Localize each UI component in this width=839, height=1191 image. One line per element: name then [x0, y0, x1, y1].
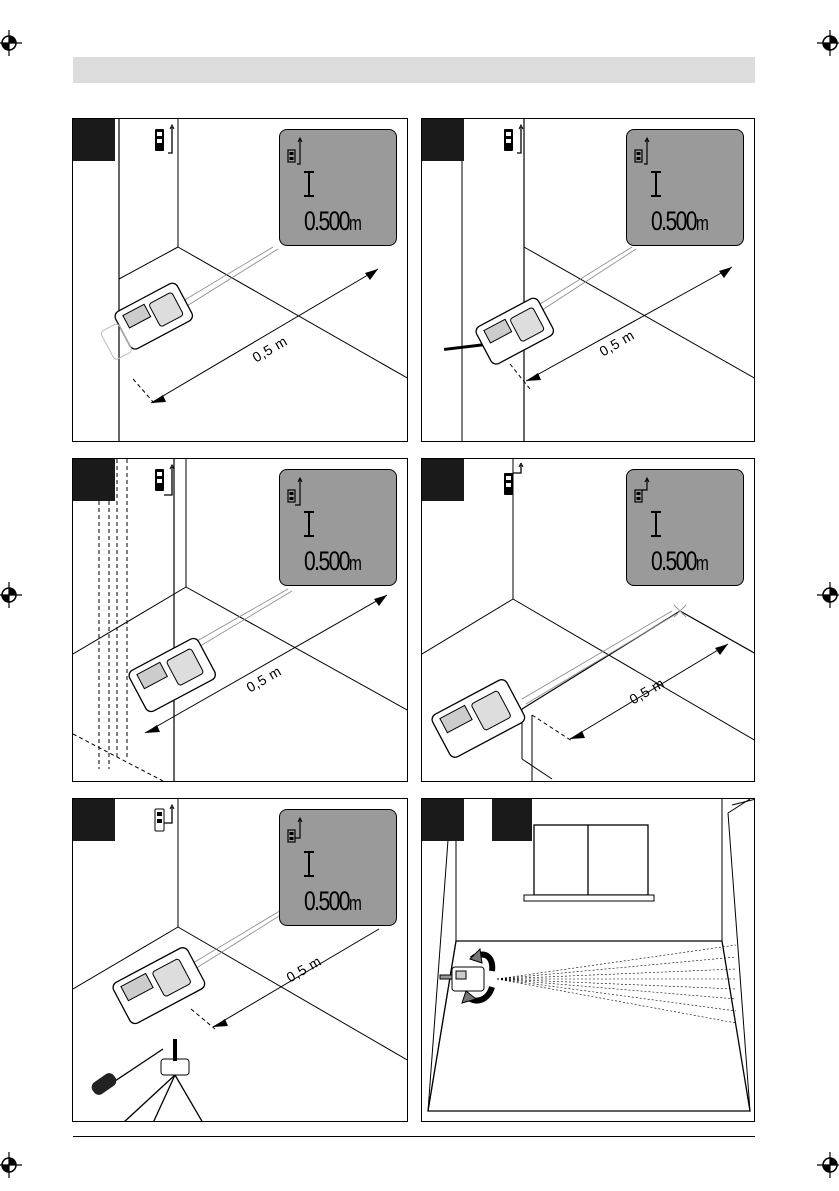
- laser-measure-device: [112, 947, 206, 1025]
- display-value: 0.500m: [304, 546, 362, 577]
- length-measurement-icon: [304, 171, 314, 197]
- reference-pin-icon: [155, 463, 175, 496]
- header-bar: [73, 57, 755, 83]
- figure-tab: [422, 799, 464, 841]
- figure-panel-d: 0.500m 0,5 m: [421, 458, 755, 782]
- reference-pin-icon: [287, 476, 303, 506]
- footer-rule: [73, 1136, 755, 1137]
- lcd-display: 0.500m: [626, 469, 744, 586]
- registration-mark-icon: [0, 582, 22, 608]
- laser-measure-device: [431, 679, 526, 758]
- display-value-unit: m: [695, 553, 709, 575]
- figure-panel-a: 0.500m 0,5 m: [72, 118, 408, 442]
- display-value: 0.500m: [304, 886, 362, 917]
- reference-front-edge-icon: [504, 463, 524, 495]
- window: [523, 824, 655, 902]
- reference-front-edge-icon: [634, 476, 650, 503]
- length-measurement-icon: [304, 851, 314, 877]
- figure-tab: [73, 459, 115, 501]
- registration-mark-icon: [0, 1152, 22, 1178]
- display-value-number: 0.500: [304, 546, 350, 576]
- room-corner-illustration: [100, 119, 407, 441]
- lcd-display: 0.500m: [279, 809, 397, 926]
- laser-measure-device: [443, 297, 555, 365]
- laser-measure-device: [100, 282, 194, 360]
- display-value-unit: m: [348, 553, 362, 575]
- tripod-room-illustration: [73, 799, 407, 1121]
- figure-panel-e: 0.500m 0,5 m: [72, 798, 408, 1122]
- tripod: [91, 1039, 203, 1121]
- display-value-unit: m: [348, 213, 362, 235]
- room-scan-illustration: [427, 799, 754, 1112]
- reference-thread-icon: [154, 803, 175, 832]
- reference-rear-edge-icon: [634, 136, 650, 165]
- figure-tab-secondary: [492, 799, 532, 841]
- lcd-display: 0.500m: [626, 129, 744, 246]
- figure-tab: [73, 119, 115, 161]
- display-value-number: 0.500: [304, 206, 350, 236]
- registration-mark-icon: [0, 30, 22, 56]
- registration-mark-icon: [817, 30, 839, 56]
- reference-rear-edge-icon: [287, 136, 303, 165]
- rotate-arrows-icon: [461, 947, 496, 1004]
- figure-tab: [422, 459, 464, 501]
- registration-mark-icon: [817, 1152, 839, 1178]
- display-value: 0.500m: [651, 206, 709, 237]
- figure-panel-f: [421, 798, 755, 1122]
- display-value-number: 0.500: [651, 546, 697, 576]
- room-corner-illustration: [443, 119, 754, 441]
- reference-rear-edge-icon: [155, 123, 175, 154]
- figure-tab: [73, 799, 115, 841]
- display-value-unit: m: [348, 893, 362, 915]
- room-corner-illustration: [73, 459, 407, 781]
- figure-tab: [422, 119, 464, 161]
- lcd-display: 0.500m: [279, 469, 397, 586]
- display-value-unit: m: [695, 213, 709, 235]
- lcd-display: 0.500m: [279, 129, 397, 246]
- reference-rear-edge-icon: [504, 123, 524, 154]
- reference-thread-icon: [287, 816, 303, 843]
- laser-measure-device: [439, 966, 485, 992]
- registration-mark-icon: [817, 582, 839, 608]
- figure-panel-b: 0.500m 0,5 m: [421, 118, 755, 442]
- display-value: 0.500m: [651, 546, 709, 577]
- display-value: 0.500m: [304, 206, 362, 237]
- display-value-number: 0.500: [651, 206, 697, 236]
- laser-measure-device: [128, 637, 217, 713]
- length-measurement-icon: [304, 511, 314, 537]
- display-value-number: 0.500: [304, 886, 350, 916]
- figure-panel-c: 0.500m 0,5 m: [72, 458, 408, 782]
- length-measurement-icon: [651, 171, 661, 197]
- room-tabletop-illustration: [422, 459, 754, 781]
- length-measurement-icon: [651, 511, 661, 537]
